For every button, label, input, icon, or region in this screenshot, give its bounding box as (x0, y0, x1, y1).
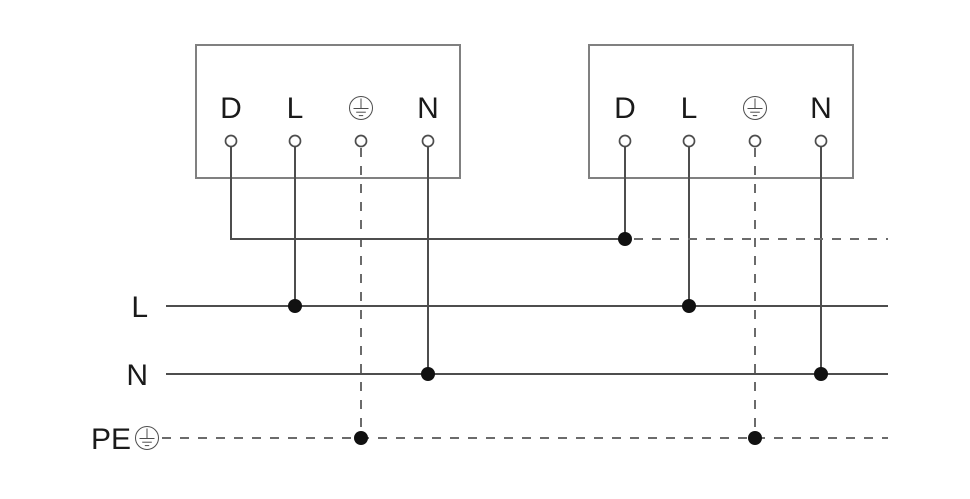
junction-pe-right (748, 431, 762, 445)
junction-d-right (618, 232, 632, 246)
left-terminal-label-l: L (287, 92, 304, 125)
right-module-box (588, 44, 854, 179)
right-pin-pe[interactable] (748, 134, 762, 148)
right-terminal-label-d: D (614, 92, 636, 125)
left-module[interactable]: D L N (195, 44, 461, 179)
bus-l: L (131, 291, 888, 324)
left-pin-n[interactable] (421, 134, 435, 148)
bus-pe: PE (91, 423, 888, 456)
bus-label-l: L (131, 291, 148, 324)
left-pin-pe[interactable] (354, 134, 368, 148)
junction-l-right (682, 299, 696, 313)
right-terminal-label-l: L (681, 92, 698, 125)
right-module[interactable]: D L N (588, 44, 854, 179)
bus-pe-earth-icon (135, 426, 159, 450)
left-pin-d[interactable] (224, 134, 238, 148)
bus-label-n: N (126, 359, 148, 392)
junction-pe-left (354, 431, 368, 445)
right-terminal-label-n: N (810, 92, 832, 125)
junction-l-left (288, 299, 302, 313)
left-terminal-label-n: N (417, 92, 439, 125)
left-pin-l[interactable] (288, 134, 302, 148)
bus-label-pe: PE (91, 423, 131, 456)
bus-n: N (126, 359, 888, 392)
right-pin-n[interactable] (814, 134, 828, 148)
junction-n-left (421, 367, 435, 381)
junction-n-right (814, 367, 828, 381)
right-pin-l[interactable] (682, 134, 696, 148)
drop-wires (230, 146, 822, 438)
left-module-box (195, 44, 461, 179)
left-terminal-label-d: D (220, 92, 242, 125)
junction-dots (288, 232, 828, 445)
right-pin-d[interactable] (618, 134, 632, 148)
